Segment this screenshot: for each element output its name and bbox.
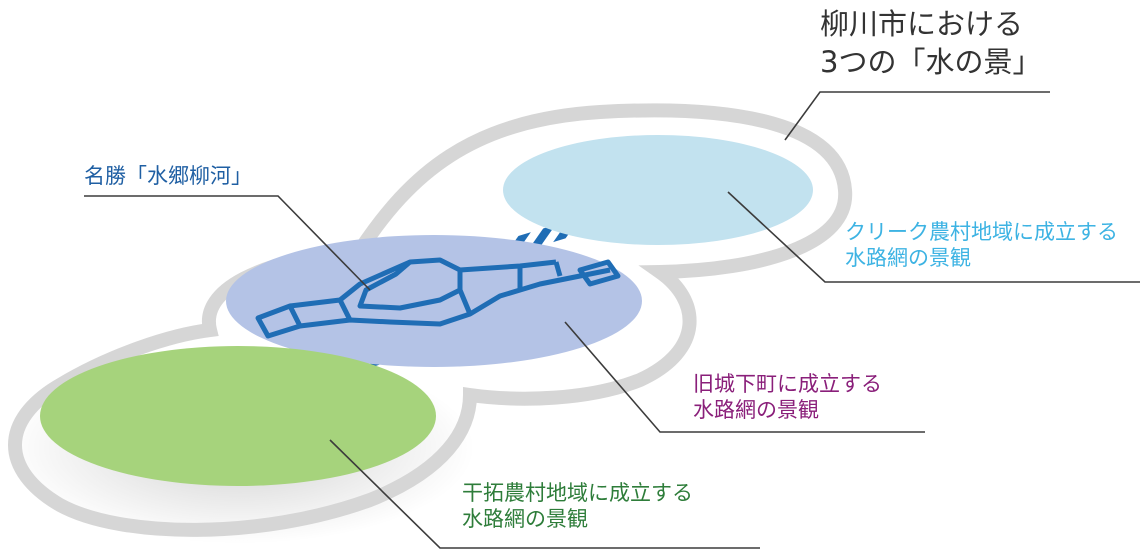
jokamachi-label-line-1: 旧城下町に成立する <box>693 372 882 396</box>
leader-kantaku <box>329 439 760 549</box>
jokamachi-label-line-2: 水路網の景観 <box>693 398 819 423</box>
meisho-label: 名勝「水郷柳河」 <box>84 163 252 189</box>
creek-label: クリーク農村地域に成立する 水路網の景観 <box>845 219 1118 272</box>
diagram-title: 柳川市における 3つの「水の景」 <box>820 6 1041 81</box>
kantaku-label-line-2: 水路網の景観 <box>462 507 588 532</box>
creek-label-line-2: 水路網の景観 <box>845 246 971 271</box>
creek-label-line-1: クリーク農村地域に成立する <box>845 220 1118 244</box>
city-outline <box>8 103 853 537</box>
meisho-label-text: 名勝「水郷柳河」 <box>84 164 252 188</box>
waterway-network <box>255 257 621 339</box>
title-line-1: 柳川市における <box>820 7 1024 41</box>
leader-lines <box>84 91 1140 549</box>
kantaku-label-line-1: 干拓農村地域に成立する <box>462 481 693 505</box>
leader-meisho <box>84 195 371 291</box>
leader-jokamachi <box>564 321 925 433</box>
leader-creek <box>727 191 1140 283</box>
creek-region <box>503 135 813 245</box>
leader-title <box>784 91 1050 141</box>
kantaku-region <box>40 346 436 486</box>
kantaku-label: 干拓農村地域に成立する 水路網の景観 <box>462 480 693 533</box>
title-line-2: 3つの「水の景」 <box>820 44 1042 79</box>
jokamachi-label: 旧城下町に成立する 水路網の景観 <box>693 371 882 424</box>
